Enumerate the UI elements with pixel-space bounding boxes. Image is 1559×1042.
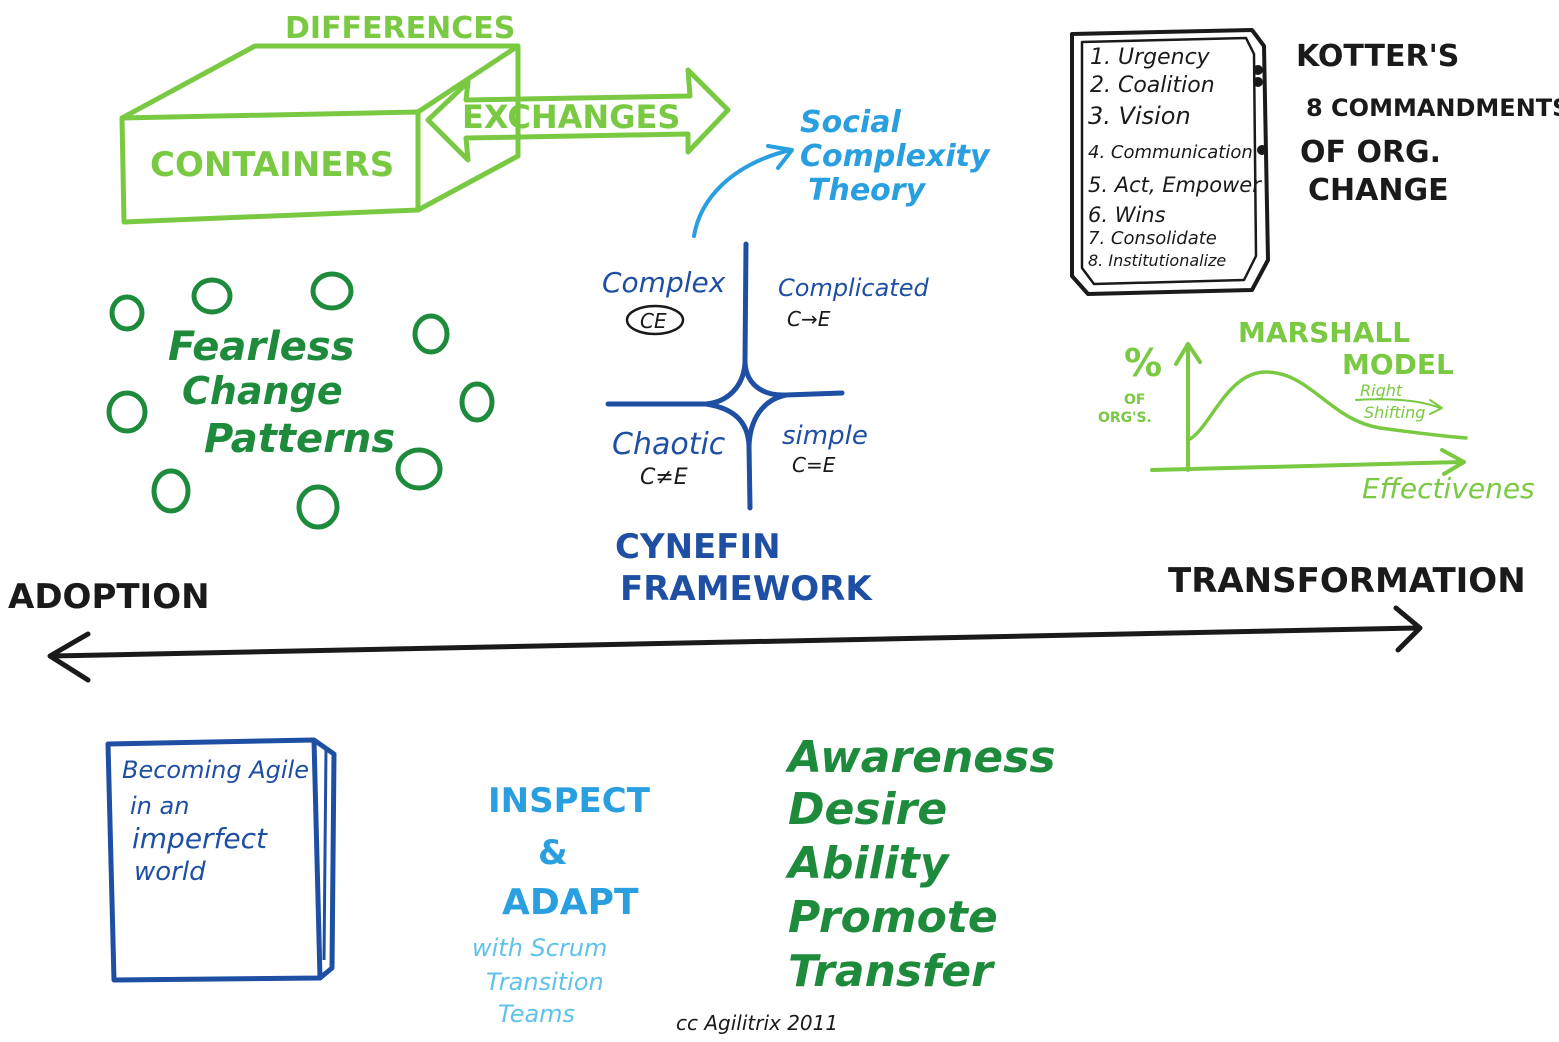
complicated-tag: C→E — [787, 307, 831, 331]
book-line2: in an — [130, 792, 189, 820]
kotter-title-line2: 8 COMMANDMENTS — [1306, 94, 1559, 122]
inspect-sub1: with Scrum — [472, 934, 607, 962]
chaotic-tag: C≠E — [640, 465, 688, 490]
marshall-chart — [1150, 342, 1468, 476]
complicated-label: Complicated — [778, 274, 929, 302]
marshall-y-line2: ORG'S. — [1098, 410, 1152, 426]
exchanges-arrow — [425, 67, 731, 163]
marshall-x-axis — [1150, 460, 1464, 472]
axis-left-arrowhead — [47, 631, 91, 683]
complex-tag-circle — [625, 304, 685, 336]
book — [105, 737, 337, 983]
marshall-y-arrowhead — [1174, 342, 1202, 366]
tablet-inner — [1080, 36, 1258, 286]
inspect-line2: & — [538, 833, 568, 873]
social-line2: Complexity — [800, 139, 991, 174]
inspect-line1: INSPECT — [488, 781, 651, 821]
axis-line — [49, 625, 1421, 659]
right-shifting-line1: Right — [1360, 381, 1403, 400]
fearless-line3: Patterns — [204, 416, 395, 462]
tablet-dot — [1253, 77, 1263, 87]
box-top-face — [119, 43, 521, 121]
kotter-title-line3: OF ORG. — [1300, 135, 1441, 170]
marshall-y-line1: OF — [1124, 392, 1145, 408]
inspect-sub2: Transition — [486, 968, 604, 996]
simple-tag: C=E — [792, 453, 836, 477]
marshall-curve — [1186, 370, 1468, 442]
kotter-title-line4: CHANGE — [1308, 173, 1449, 208]
fearless-line2: Change — [182, 369, 343, 413]
pattern-circle — [151, 468, 191, 514]
pattern-circle — [109, 294, 145, 332]
social-line3: Theory — [808, 173, 927, 208]
box-side-face — [415, 43, 521, 213]
book-line4: world — [134, 857, 206, 887]
marshall-title-line2: MODEL — [1342, 348, 1454, 381]
complex-label: Complex — [602, 266, 726, 299]
cynefin-quadrants — [605, 241, 845, 511]
marshall-x-arrowhead — [1440, 448, 1466, 476]
social-arrowhead — [766, 144, 794, 170]
pattern-circle — [296, 484, 340, 530]
exchanges-label: EXCHANGES — [462, 98, 680, 136]
transformation-label: TRANSFORMATION — [1168, 561, 1526, 601]
tablet-dot — [1253, 65, 1263, 75]
cynefin-line-tr — [742, 359, 845, 398]
tablet-outer — [1070, 28, 1270, 296]
fearless-line1: Fearless — [168, 324, 355, 370]
adoption-label: ADOPTION — [8, 577, 210, 617]
right-shift-arrowhead — [1429, 399, 1443, 415]
book-line1: Becoming Agile — [122, 756, 309, 784]
adoption-transformation-axis — [47, 605, 1423, 683]
tablet-dot — [1257, 145, 1267, 155]
differences-label: DIFFERENCES — [285, 11, 515, 46]
adapt-item: Transfer — [788, 946, 995, 997]
axis-right-arrowhead — [1393, 605, 1423, 653]
right-shift-arrow — [1355, 398, 1441, 409]
kotter-item: 6. Wins — [1088, 203, 1166, 227]
kotter-item: 1. Urgency — [1090, 45, 1211, 70]
adapt-item: Awareness — [785, 732, 1056, 783]
kotter-item: 7. Consolidate — [1088, 228, 1217, 249]
adapt-item: Ability — [785, 838, 951, 889]
social-line1: Social — [800, 105, 902, 140]
adapt-item: Desire — [788, 784, 947, 835]
containers-label: CONTAINERS — [150, 145, 394, 185]
book-pages — [317, 742, 328, 961]
complex-tag: CE — [640, 309, 667, 333]
inspect-line3: ADAPT — [502, 882, 639, 923]
kotter-tablet — [1070, 28, 1270, 296]
pattern-circle — [459, 381, 495, 423]
pattern-circle — [106, 390, 148, 434]
kotter-item: 2. Coalition — [1090, 73, 1215, 98]
simple-label: simple — [782, 421, 868, 451]
marshall-y-symbol: % — [1124, 341, 1162, 385]
kotter-title-line1: KOTTER'S — [1296, 39, 1459, 74]
chaotic-label: Chaotic — [612, 427, 726, 462]
cde-box — [119, 43, 731, 225]
right-shifting-line2: Shifting — [1364, 403, 1425, 422]
cynefin-title-line1: CYNEFIN — [615, 527, 781, 567]
kotter-item: 5. Act, Empower — [1088, 173, 1262, 197]
pattern-circle — [395, 447, 443, 491]
adapt-item: Promote — [788, 892, 998, 943]
pattern-circles — [106, 271, 495, 530]
pattern-circle — [412, 313, 450, 355]
book-line3: imperfect — [132, 822, 268, 855]
marshall-title-line1: MARSHALL — [1238, 316, 1410, 349]
social-arrow — [692, 148, 792, 238]
inspect-sub3: Teams — [498, 1000, 575, 1028]
kotter-item: 8. Institutionalize — [1088, 251, 1226, 270]
kotter-item: 4. Communication — [1088, 142, 1253, 163]
pattern-circle — [191, 277, 233, 315]
kotter-item: 3. Vision — [1088, 102, 1191, 130]
cynefin-line-br — [746, 392, 789, 449]
pattern-circle — [310, 271, 354, 311]
credit-text: cc Agilitrix 2011 — [676, 1011, 838, 1035]
cynefin-title-line2: FRAMEWORK — [620, 569, 873, 609]
marshall-x-label: Effectivenes — [1362, 472, 1535, 505]
